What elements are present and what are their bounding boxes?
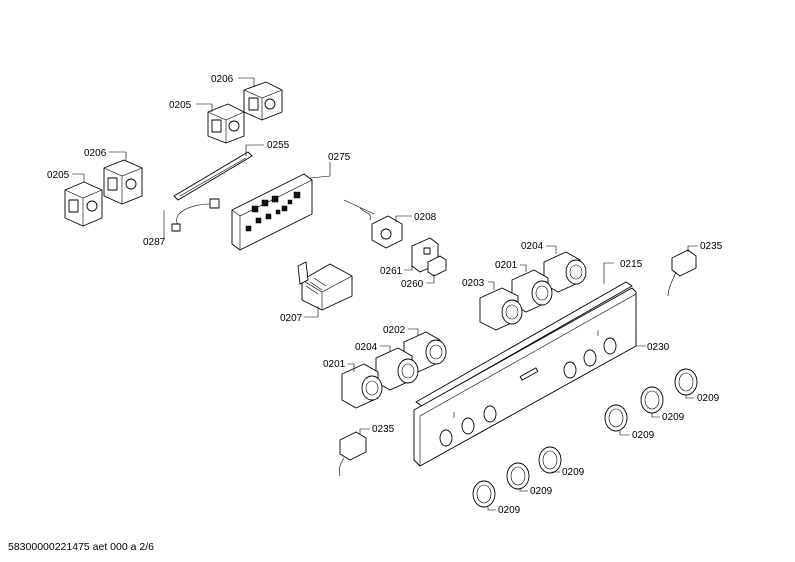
cable-holder-0235-right[interactable] bbox=[667, 249, 697, 297]
knob-ring-0209-a[interactable] bbox=[674, 368, 698, 396]
label-0201-right: 0201 bbox=[495, 260, 518, 271]
label-0230: 0230 bbox=[647, 342, 670, 353]
terminal-block-0207[interactable] bbox=[297, 261, 353, 311]
label-0206-left: 0206 bbox=[84, 148, 107, 159]
label-0208: 0208 bbox=[414, 212, 437, 223]
switch-0206-top[interactable] bbox=[243, 81, 283, 121]
label-0261: 0261 bbox=[380, 266, 403, 277]
label-0235-right: 0235 bbox=[700, 241, 723, 252]
label-0275: 0275 bbox=[328, 152, 351, 163]
cable-0287[interactable] bbox=[171, 198, 220, 232]
knob-ring-0209-d[interactable] bbox=[538, 446, 562, 474]
label-0209-f: 0209 bbox=[498, 505, 521, 516]
switch-0205-left[interactable] bbox=[64, 181, 103, 227]
part-labels: 0206 0205 0206 0205 0255 0275 0287 0208 … bbox=[47, 74, 723, 516]
selector-switch-0204-right[interactable] bbox=[543, 251, 587, 293]
leader-lines bbox=[72, 77, 698, 511]
document-id-footer: 58300000221475 aet 000 a 2/6 bbox=[8, 541, 154, 553]
knob-ring-0209-e[interactable] bbox=[506, 462, 530, 490]
selector-switch-0203[interactable] bbox=[479, 287, 523, 331]
label-0205-left: 0205 bbox=[47, 170, 70, 181]
clip-0260[interactable] bbox=[427, 255, 447, 277]
cable-holder-0235-left[interactable] bbox=[338, 431, 367, 477]
label-0201-left: 0201 bbox=[323, 359, 346, 370]
label-0204-left: 0204 bbox=[355, 342, 378, 353]
knob-ring-0209-c[interactable] bbox=[604, 404, 628, 432]
control-panel-0230[interactable] bbox=[413, 287, 637, 467]
label-0209-a: 0209 bbox=[697, 393, 720, 404]
label-0206-top: 0206 bbox=[211, 74, 234, 85]
thermostat-0208[interactable] bbox=[343, 199, 403, 249]
knob-ring-0209-b[interactable] bbox=[640, 386, 664, 414]
label-0235-left: 0235 bbox=[372, 424, 395, 435]
control-board-0275[interactable] bbox=[231, 173, 313, 251]
label-0204-right: 0204 bbox=[521, 241, 544, 252]
mounting-rail-0255[interactable] bbox=[173, 151, 253, 201]
label-0209-d: 0209 bbox=[562, 467, 585, 478]
label-0203: 0203 bbox=[462, 278, 485, 289]
label-0255: 0255 bbox=[267, 140, 290, 151]
label-0207: 0207 bbox=[280, 313, 303, 324]
switch-0206-left[interactable] bbox=[103, 159, 143, 205]
label-0215: 0215 bbox=[620, 259, 643, 270]
switch-0205-top[interactable] bbox=[207, 103, 245, 144]
label-0260: 0260 bbox=[401, 279, 424, 290]
knob-ring-0209-f[interactable] bbox=[472, 480, 496, 508]
selector-switch-0204-left[interactable] bbox=[375, 347, 419, 391]
selector-switch-0201-left[interactable] bbox=[341, 363, 383, 409]
label-0209-e: 0209 bbox=[530, 486, 553, 497]
trim-strip-0215[interactable] bbox=[415, 281, 633, 407]
label-0287: 0287 bbox=[143, 237, 166, 248]
label-0205-top: 0205 bbox=[169, 100, 192, 111]
label-0209-c: 0209 bbox=[632, 430, 655, 441]
label-0202: 0202 bbox=[383, 325, 406, 336]
label-0209-b: 0209 bbox=[662, 412, 685, 423]
